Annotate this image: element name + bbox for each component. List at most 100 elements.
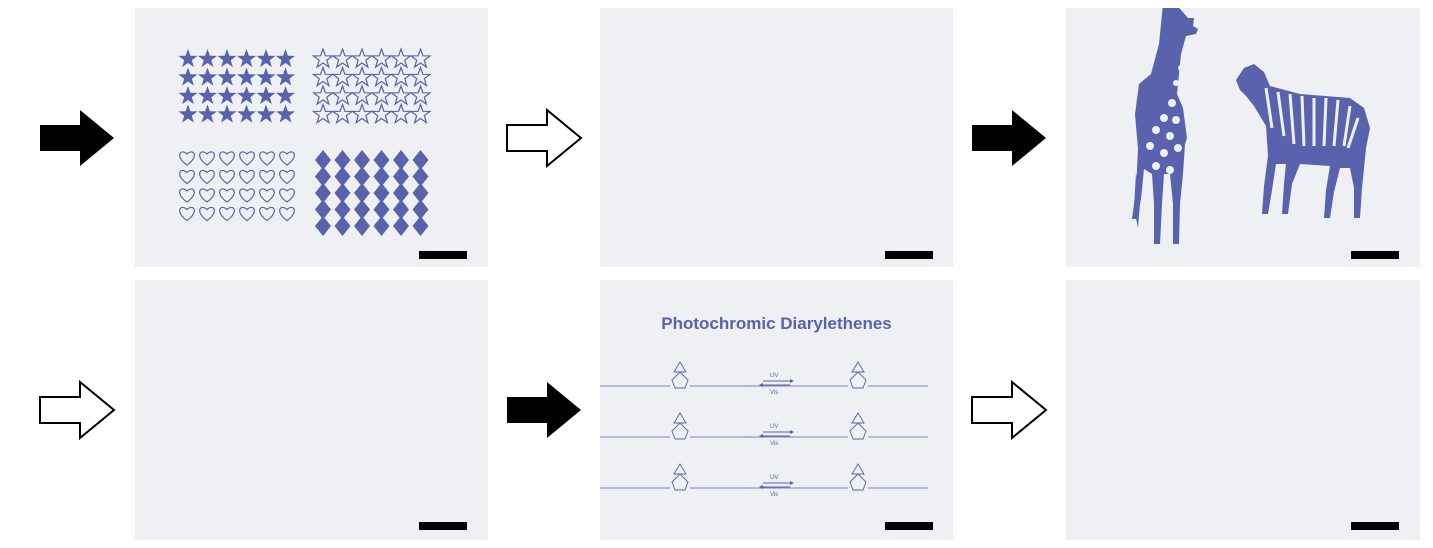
outline-heart [199, 206, 215, 222]
filled-star [198, 86, 217, 105]
vis-label: Vis [770, 441, 778, 447]
outline-arrow-3 [971, 380, 1048, 440]
filled-star [237, 67, 256, 86]
filled-diamond [354, 183, 370, 203]
outline-heart [239, 169, 255, 185]
scheme-title: Photochromic Diarylethenes [661, 314, 892, 333]
filled-diamond [315, 166, 331, 187]
outline-star [389, 65, 413, 88]
outline-heart [179, 169, 195, 185]
filled-diamond [373, 216, 390, 236]
filled-diamond [412, 183, 429, 203]
outline-heart [219, 206, 235, 222]
outline-star [370, 47, 393, 69]
scale-bar [885, 251, 933, 259]
outline-heart [199, 151, 215, 166]
outline-heart [279, 188, 295, 203]
scale-bar [419, 251, 467, 259]
filled-star [276, 86, 295, 105]
filled-star [217, 104, 237, 123]
filled-diamond [315, 199, 331, 220]
outline-star [389, 47, 413, 69]
scale-bar [1351, 251, 1399, 259]
outline-heart [279, 169, 295, 185]
filled-diamond [412, 216, 429, 236]
outline-star [409, 84, 432, 106]
filled-star [217, 86, 237, 105]
outline-star [389, 102, 413, 125]
giraffe-zebra-print [1132, 8, 1370, 244]
outline-star [331, 47, 354, 69]
filled-diamond [334, 199, 351, 220]
filled-star [276, 104, 295, 123]
outline-heart [279, 151, 295, 166]
outline-star [331, 84, 354, 106]
filled-star [256, 67, 276, 86]
panel-blank-1 [600, 8, 953, 267]
filled-diamond [334, 183, 351, 203]
filled-diamond [412, 166, 429, 187]
filled-arrow-2 [972, 110, 1046, 166]
outline-star [311, 65, 335, 88]
filled-diamond [315, 183, 331, 203]
outline-star [409, 65, 432, 88]
outline-star [331, 102, 354, 125]
filled-diamond [354, 216, 370, 236]
filled-arrow-3 [507, 382, 581, 438]
filled-diamond [393, 166, 409, 187]
scale-bar [1351, 522, 1399, 530]
filled-diamond [334, 150, 351, 170]
outline-star [350, 65, 374, 88]
filled-star [217, 67, 237, 86]
filled-star [256, 86, 276, 105]
outline-heart [199, 188, 215, 203]
outline-heart [179, 206, 195, 222]
outline-heart [259, 151, 275, 166]
outline-heart [179, 151, 195, 166]
filled-star [198, 67, 217, 86]
outline-star [350, 102, 374, 125]
outline-star [350, 84, 374, 106]
filled-diamond [373, 199, 390, 220]
filled-diamond [373, 150, 390, 170]
scale-bar [885, 522, 933, 530]
outline-star [409, 47, 432, 69]
vis-label: Vis [770, 492, 778, 498]
filled-diamond [315, 216, 331, 236]
uv-label: UV [770, 373, 778, 379]
outline-heart [219, 169, 235, 185]
filled-star [178, 67, 198, 86]
zebra-image [1236, 64, 1370, 218]
scale-bar [419, 522, 467, 530]
filled-arrow-1 [40, 110, 114, 166]
outline-heart [259, 206, 275, 222]
filled-diamond [393, 199, 409, 220]
outline-star [350, 47, 374, 69]
filled-star [178, 49, 198, 68]
filled-star [237, 104, 256, 123]
outline-star [389, 84, 413, 106]
filled-star [198, 104, 217, 123]
filled-star [198, 49, 217, 68]
filled-diamond [393, 216, 409, 236]
filled-diamond [334, 216, 351, 236]
shape-pattern-print [178, 47, 432, 236]
panel-blank-2 [135, 280, 488, 540]
filled-star [237, 49, 256, 68]
outline-heart [219, 188, 235, 203]
reaction-row: UV Vis [600, 463, 928, 498]
filled-star [217, 49, 237, 68]
outline-star [311, 84, 335, 106]
outline-star [331, 65, 354, 88]
uv-label: UV [770, 475, 778, 481]
outline-heart [219, 151, 235, 166]
filled-diamond [354, 150, 370, 170]
panel-giraffe-zebra [1066, 8, 1420, 267]
panel-shape-patterns [135, 8, 488, 267]
panel-blank-3 [1066, 280, 1420, 540]
uv-label: UV [770, 424, 778, 430]
filled-star [256, 104, 276, 123]
